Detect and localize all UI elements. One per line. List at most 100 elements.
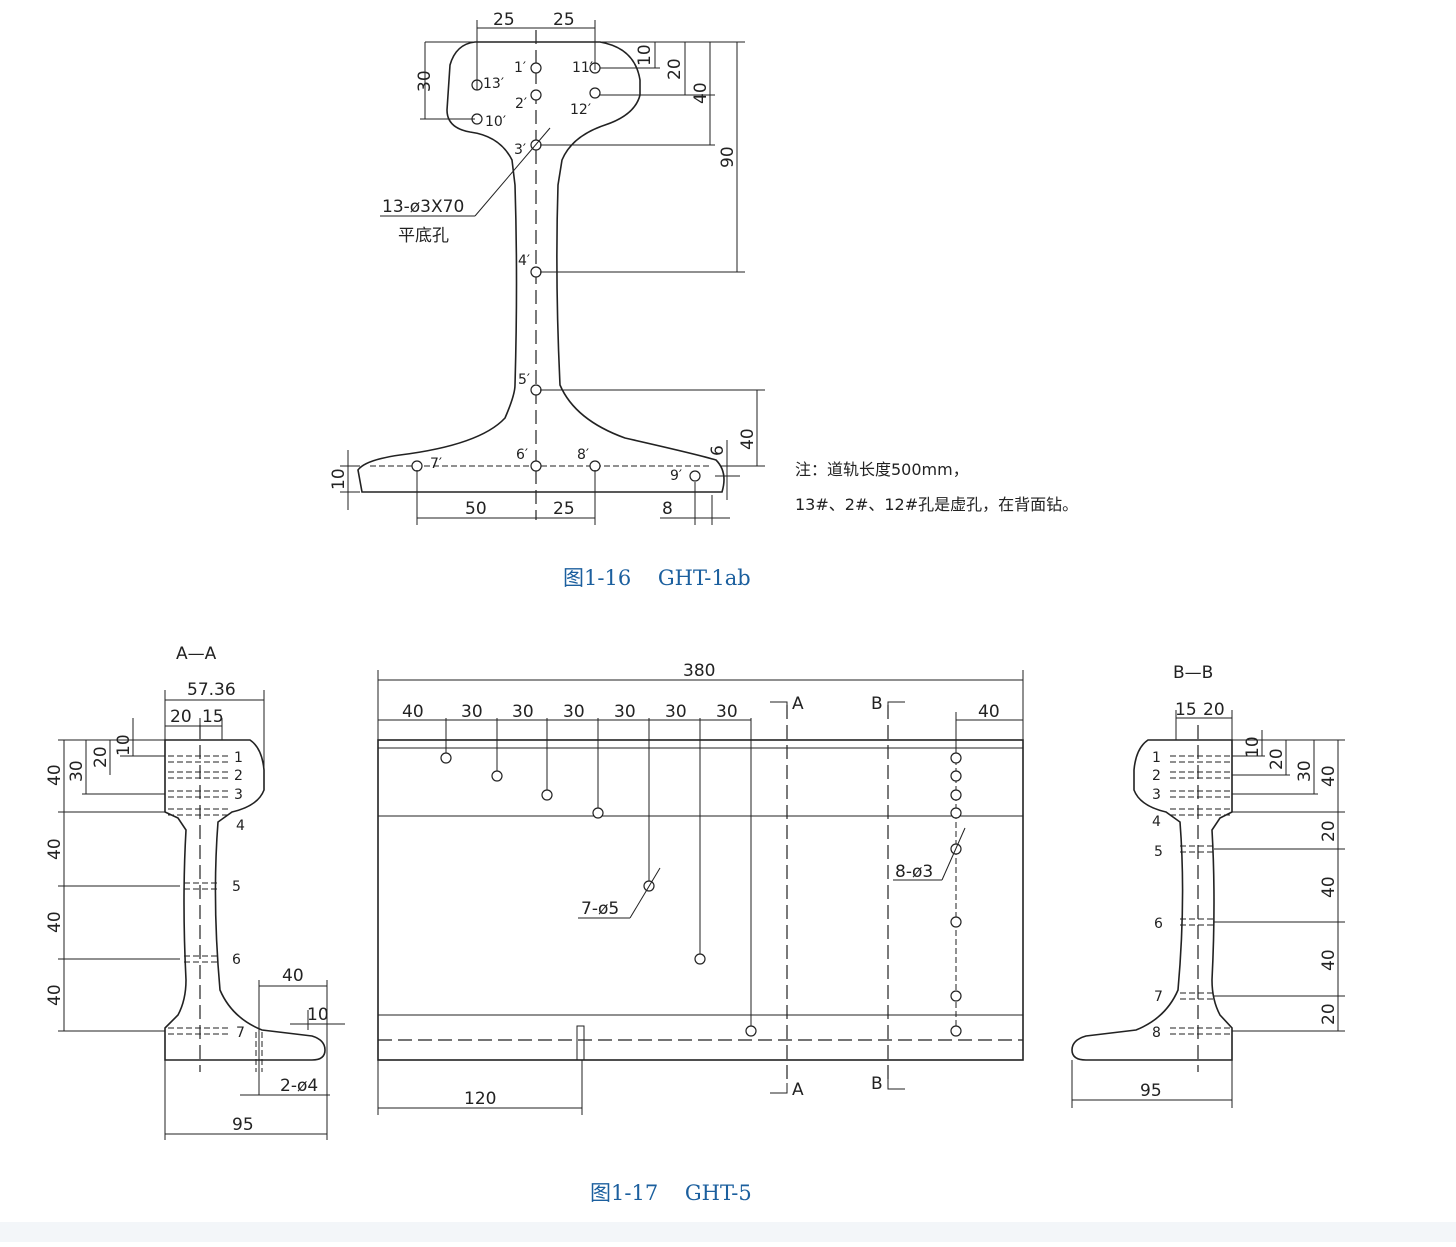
dim-text: 20 (1319, 1003, 1339, 1025)
hole-label: 11′ (572, 60, 593, 76)
figure-caption-2: 图1-17 GHT-5 (590, 1181, 752, 1205)
dim-text: 50 (465, 499, 487, 519)
hole-5 (530, 384, 542, 396)
dim-text: 40 (978, 702, 1000, 722)
dim-text: 10 (1243, 736, 1263, 758)
callout-2-holes: 2-ø4 (280, 1076, 318, 1096)
hole-label: 13′ (483, 76, 504, 92)
aa-hole-number: 6 (232, 952, 241, 968)
hole-8 (589, 460, 601, 472)
hidden-hole (576, 1025, 585, 1061)
section-bb-title: B—B (1173, 663, 1213, 683)
section-bb-outline (1071, 739, 1233, 1061)
dim-text: 25 (553, 499, 575, 519)
dim-text: 20 (1267, 748, 1287, 770)
callout-8-holes: 8-ø3 (895, 862, 933, 882)
dim-text: 25 (553, 10, 575, 30)
hole-1 (530, 62, 542, 74)
dim-text: 10 (635, 44, 655, 66)
dim-text: 40 (1319, 949, 1339, 971)
section-aa: A—A 1 2 3 4 5 6 7 (45, 644, 345, 1140)
aa-hole-number: 5 (232, 879, 241, 895)
section-aa-title: A—A (176, 644, 217, 664)
dim-text: 30 (716, 702, 738, 722)
bb-hole-lines (1170, 755, 1230, 1035)
rail-outline (357, 41, 725, 493)
hole-2 (530, 89, 542, 101)
dim-text: 30 (614, 702, 636, 722)
dim-text: 30 (461, 702, 483, 722)
section-label-b: B (871, 694, 883, 714)
aa-hole-lines (168, 755, 263, 1072)
dim-text: 40 (45, 984, 65, 1006)
callout-7-holes: 7-ø5 (581, 899, 619, 919)
dim-overall-length: 380 (683, 661, 715, 681)
dim-text: 30 (67, 760, 87, 782)
hole-label: 10′ (485, 114, 506, 130)
drawing-note-2: 13#、2#、12#孔是虚孔，在背面钻。 (795, 495, 1078, 514)
dim-text: 30 (563, 702, 585, 722)
aa-hole-number: 1 (234, 750, 243, 766)
rail-profile-fig1: 1′ 11′ 13′ 2′ 12′ 10′ 3′ 4′ 5′ 7′ 6′ 8′ … (329, 10, 1078, 525)
section-aa-outline (164, 739, 326, 1061)
hole-9 (689, 470, 701, 482)
dim-text: 30 (415, 70, 435, 92)
dim-text: 40 (45, 764, 65, 786)
aa-hole-number: 3 (234, 787, 243, 803)
page-bottom-band (0, 1222, 1456, 1242)
dim-text: 30 (665, 702, 687, 722)
hole-label: 7′ (430, 456, 442, 472)
dim-text: 40 (1319, 876, 1339, 898)
dim-text: 40 (691, 82, 711, 104)
hole-label: 5′ (518, 372, 530, 388)
hole-7 (411, 460, 423, 472)
dim-text: 10 (307, 1005, 329, 1025)
leader-line (629, 867, 661, 919)
hole-label: 8′ (577, 447, 589, 463)
section-label-a: A (792, 1080, 804, 1100)
hole-label: 1′ (514, 60, 526, 76)
callout-type: 平底孔 (398, 226, 449, 246)
section-mark (770, 701, 788, 712)
dim-text: 40 (402, 702, 424, 722)
hole-6 (530, 460, 542, 472)
dim-text: 30 (1295, 760, 1315, 782)
hole-label: 12′ (570, 102, 591, 118)
bb-hole-number: 1 (1152, 750, 1161, 766)
bb-hole-number: 2 (1152, 768, 1161, 784)
hole-label: 3′ (514, 142, 526, 158)
dim-text: 20 (170, 707, 192, 727)
dim-text: 40 (1319, 765, 1339, 787)
dim-text: 40 (282, 966, 304, 986)
hole-label: 4′ (518, 253, 530, 269)
dim-text: 57.36 (187, 680, 236, 700)
bb-hole-number: 5 (1154, 844, 1163, 860)
dim-text: 90 (718, 146, 738, 168)
dim-text: 40 (45, 838, 65, 860)
aa-hole-number: 7 (236, 1025, 245, 1041)
dim-text: 30 (512, 702, 534, 722)
section-mark (887, 1079, 905, 1090)
dim-text: 20 (1203, 700, 1225, 720)
bb-hole-number: 7 (1154, 989, 1163, 1005)
leader-line (941, 827, 966, 881)
dim-text: 15 (202, 707, 224, 727)
section-mark (887, 701, 905, 712)
side-view: A A B B 380 40 30 30 (377, 661, 1024, 1115)
hole-label: 6′ (516, 447, 528, 463)
dim-text: 95 (1140, 1081, 1162, 1101)
bb-hole-number: 3 (1152, 787, 1161, 803)
section-bb: B—B 1 2 3 4 5 6 7 8 (1071, 663, 1345, 1108)
dim-text: 20 (665, 58, 685, 80)
dim-text: 95 (232, 1115, 254, 1135)
dim-text: 120 (464, 1089, 496, 1109)
hole-label: 9′ (670, 468, 682, 484)
hole-12 (589, 87, 601, 99)
bb-hole-number: 8 (1152, 1025, 1161, 1041)
dim-text: 20 (1319, 820, 1339, 842)
bb-hole-number: 4 (1152, 814, 1161, 830)
dim-text: 40 (738, 428, 758, 450)
aa-hole-number: 4 (236, 818, 245, 834)
